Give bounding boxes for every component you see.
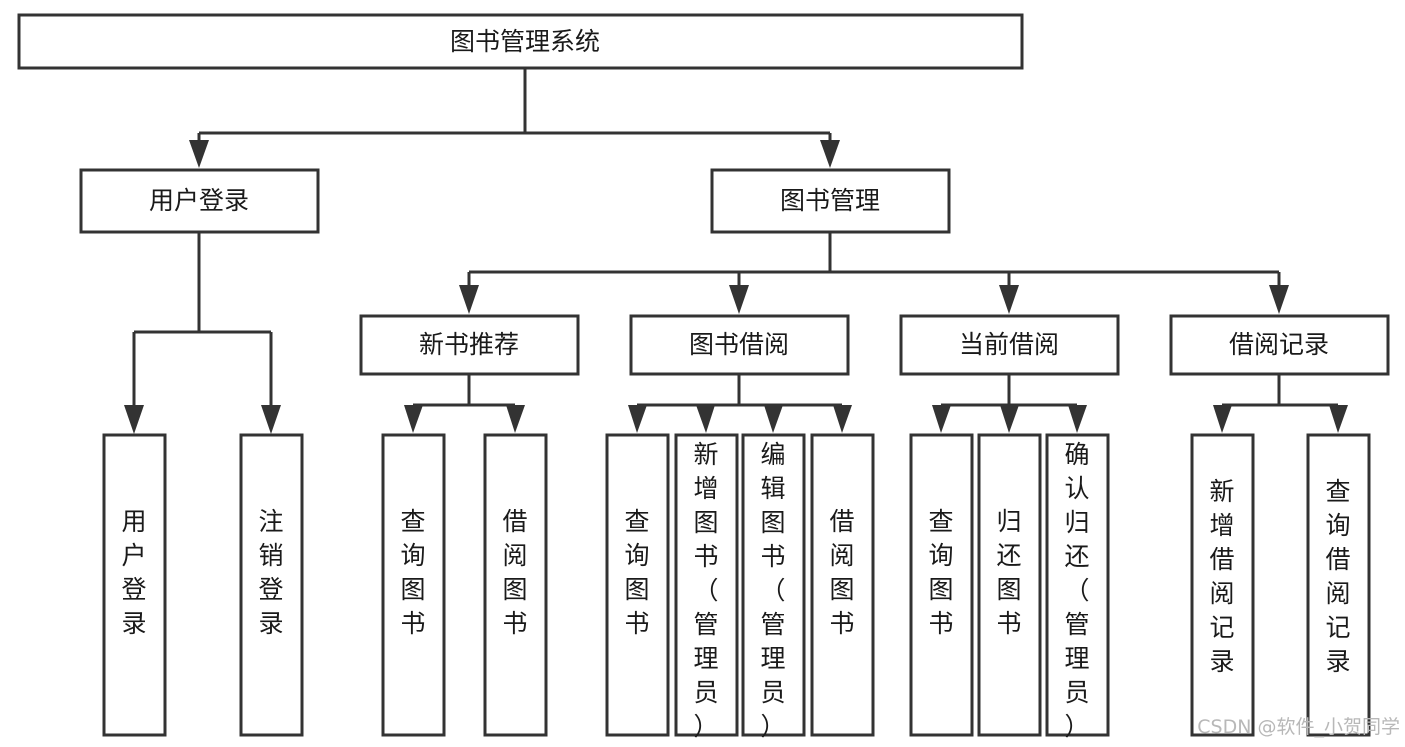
node-book-management-box[interactable] [710,168,951,234]
arrow-head-new-book-recommend [459,285,479,314]
node-current-borrow-box[interactable] [899,314,1120,376]
leaf-logout-label: 注销登录 [258,507,283,638]
leaf-currentborrow-return-box[interactable] [977,433,1042,737]
leaf-newbook-query-box[interactable] [381,433,446,737]
node-book-management-label: 图书管理 [780,186,880,215]
node-new-book-recommend[interactable]: 新书推荐 [359,314,580,376]
leaf-currentborrow-query-box[interactable] [909,433,974,737]
leaf-bookborrow-query-label: 查询图书 [624,507,649,638]
leaf-bookborrow-edit-box[interactable] [741,433,806,737]
leaf-node[interactable]: 用户登录 [102,433,167,737]
arrow-head-leaf-currentborrow-3 [1068,405,1087,433]
node-new-book-recommend-label: 新书推荐 [419,330,519,359]
leaf-logout-box[interactable] [239,433,304,737]
leaf-node[interactable]: 查询图书 [909,433,974,737]
node-borrow-record[interactable]: 借阅记录 [1169,314,1390,376]
leaf-borrowrecord-add-box[interactable] [1190,433,1255,737]
leaf-newbook-borrow-box[interactable] [483,433,548,737]
arrow-head-user-login [189,140,209,168]
leaf-user-login-box[interactable] [102,433,167,737]
leaf-node[interactable]: 查询借阅记录 [1306,433,1371,737]
arrow-head-borrow-record [1269,285,1289,314]
leaf-node[interactable]: 借阅图书 [483,433,548,737]
leaf-currentborrow-query-label: 查询图书 [928,507,953,638]
arrow-head-current-borrow [999,285,1019,314]
arrow-head-leaf-bookborrow-3 [764,405,783,433]
leaf-node[interactable]: 归还图书 [977,433,1042,737]
leaf-currentborrow-confirm-label: 确认归还（管理员） [1064,440,1089,741]
leaf-bookborrow-add-box[interactable] [674,433,739,737]
csdn-watermark: CSDN @软件_小贺同学 [1197,716,1400,738]
arrow-head-leaf-currentborrow-2 [1000,405,1019,433]
arrow-head-leaf-user-login-1 [124,405,144,434]
leaf-bookborrow-borrow-label: 借阅图书 [829,507,854,638]
arrow-head-leaf-newbook-2 [506,405,525,433]
node-current-borrow[interactable]: 当前借阅 [899,314,1120,376]
arrow-head-leaf-borrowrecord-2 [1329,405,1348,433]
node-book-management[interactable]: 图书管理 [710,168,951,234]
node-user-login-label: 用户登录 [149,186,249,215]
leaf-node[interactable]: 查询图书 [381,433,446,737]
node-book-borrow[interactable]: 图书借阅 [629,314,850,376]
leaf-borrowrecord-query-label: 查询借阅记录 [1325,477,1350,676]
node-borrow-record-box[interactable] [1169,314,1390,376]
leaf-currentborrow-return-label: 归还图书 [996,507,1021,638]
arrow-head-leaf-bookborrow-1 [628,405,647,433]
arrow-head-leaf-bookborrow-4 [833,405,852,433]
node-root-box[interactable] [17,13,1024,70]
leaf-node[interactable]: 确认归还（管理员） [1045,433,1110,741]
node-current-borrow-label: 当前借阅 [959,330,1059,359]
node-user-login-box[interactable] [79,168,320,234]
leaf-borrowrecord-add-label: 新增借阅记录 [1209,477,1234,676]
node-root[interactable]: 图书管理系统 [17,13,1024,70]
leaf-bookborrow-add-label: 新增图书（管理员） [693,440,718,741]
arrow-head-book-mgmt [820,140,840,168]
arrow-head-leaf-currentborrow-1 [932,405,951,433]
leaf-bookborrow-query-box[interactable] [605,433,670,737]
arrow-head-leaf-user-login-2 [261,405,281,434]
node-borrow-record-label: 借阅记录 [1229,330,1329,359]
arrow-head-leaf-newbook-1 [404,405,423,433]
leaf-user-login-label: 用户登录 [121,507,146,638]
leaf-borrowrecord-query-box[interactable] [1306,433,1371,737]
leaf-newbook-borrow-label: 借阅图书 [502,507,527,638]
leaf-bookborrow-borrow-box[interactable] [810,433,875,737]
leaf-currentborrow-confirm-box[interactable] [1045,433,1110,737]
leaf-newbook-query-label: 查询图书 [400,507,425,638]
leaf-node[interactable]: 查询图书 [605,433,670,737]
arrow-head-leaf-borrowrecord-1 [1213,405,1232,433]
arrow-head-leaf-bookborrow-2 [696,405,715,433]
leaf-node[interactable]: 新增借阅记录 [1190,433,1255,737]
leaf-node[interactable]: 借阅图书 [810,433,875,737]
node-user-login[interactable]: 用户登录 [79,168,320,234]
node-book-borrow-label: 图书借阅 [689,330,789,359]
node-new-book-recommend-box[interactable] [359,314,580,376]
leaf-node[interactable]: 注销登录 [239,433,304,737]
node-root-label: 图书管理系统 [450,27,600,56]
leaf-bookborrow-edit-label: 编辑图书（管理员） [760,440,785,741]
arrow-head-book-borrow [729,285,749,314]
leaf-node[interactable]: 新增图书（管理员） [674,433,739,741]
leaf-node[interactable]: 编辑图书（管理员） [741,433,806,741]
node-book-borrow-box[interactable] [629,314,850,376]
connector-layer [124,68,1348,434]
